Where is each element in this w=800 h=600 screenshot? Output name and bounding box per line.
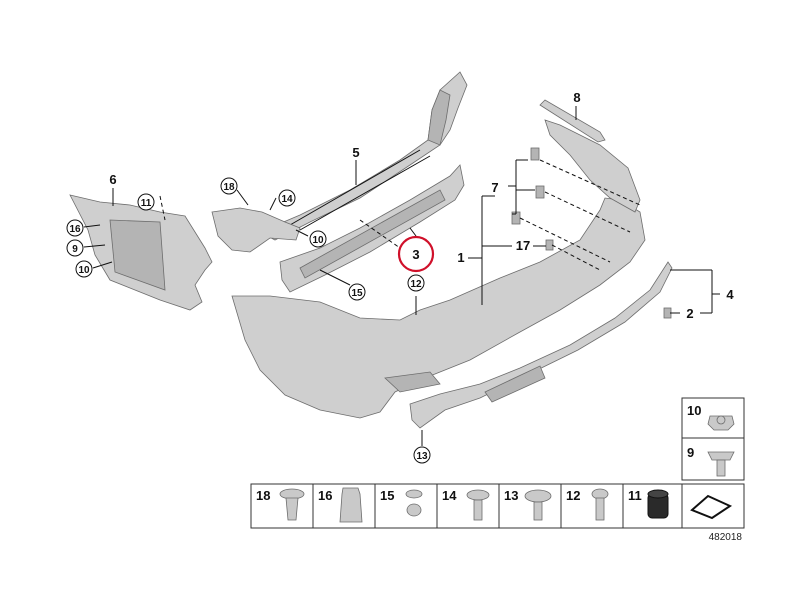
callout-8: 8: [573, 90, 580, 105]
hardware-label-11: 11: [628, 488, 642, 503]
hardware-cell-12[interactable]: 12: [560, 483, 624, 529]
hardware-cell-18[interactable]: 18: [250, 483, 314, 529]
hardware-cell-13[interactable]: 13: [498, 483, 562, 529]
hardware-cell-15[interactable]: 15: [374, 483, 438, 529]
hardware-label-13: 13: [504, 488, 518, 503]
callout-14: 14: [281, 194, 293, 205]
hardware-label-12: 12: [566, 488, 580, 503]
hardware-table: 10 9 18 16 15 14: [250, 397, 745, 543]
callout-15: 15: [351, 288, 363, 299]
diffuser-part[interactable]: [409, 261, 673, 429]
callout-circle-10-left[interactable]: 10: [75, 260, 93, 278]
callout-12: 12: [410, 279, 422, 290]
callout-labels: 5 6 7 8 1 17 4 2: [109, 90, 734, 321]
callout-circle-13[interactable]: 13: [413, 446, 431, 464]
mounting-bracket-part[interactable]: [211, 207, 301, 253]
callout-11: 11: [141, 198, 152, 209]
hardware-cell-9[interactable]: 9: [681, 437, 745, 481]
callout-circle-12[interactable]: 12: [407, 274, 425, 292]
hardware-label-15: 15: [380, 488, 394, 503]
bumper-carrier-part[interactable]: [259, 71, 468, 241]
callout-16: 16: [69, 224, 81, 235]
hardware-cell-reference: [681, 483, 745, 529]
hardware-cell-14[interactable]: 14: [436, 483, 500, 529]
bumper-cover-part[interactable]: [231, 119, 646, 419]
hardware-cell-16[interactable]: 16: [312, 483, 376, 529]
callout-18: 18: [223, 182, 235, 193]
callout-4: 4: [726, 287, 734, 302]
hardware-label-10: 10: [687, 403, 701, 418]
callout-13: 13: [416, 451, 428, 462]
diagram-id: 482018: [709, 532, 743, 543]
callout-5: 5: [352, 145, 359, 160]
callout-circle-18[interactable]: 18: [220, 177, 238, 195]
callout-10-center: 10: [312, 235, 324, 246]
hardware-label-14: 14: [442, 488, 457, 503]
callout-6: 6: [109, 172, 116, 187]
callout-17: 17: [516, 238, 530, 253]
hardware-label-18: 18: [256, 488, 270, 503]
callout-circle-11[interactable]: 11: [137, 193, 155, 211]
callout-3: 3: [412, 247, 419, 262]
circled-callouts: 3 18 14 11 16 9 10 10: [66, 177, 435, 464]
callout-1: 1: [457, 250, 464, 265]
callout-circle-10-center[interactable]: 10: [309, 230, 327, 248]
hardware-cell-11[interactable]: 11: [622, 483, 683, 529]
callout-circle-16[interactable]: 16: [66, 219, 84, 237]
leader-lines: [83, 106, 720, 446]
hardware-label-16: 16: [318, 488, 332, 503]
callout-circle-15[interactable]: 15: [348, 283, 366, 301]
callout-3-highlighted[interactable]: 3: [397, 235, 435, 273]
callout-10-left: 10: [78, 265, 90, 276]
side-bracket-part[interactable]: [69, 194, 213, 311]
trim-strip-part[interactable]: [539, 99, 606, 143]
callout-2: 2: [686, 306, 693, 321]
callout-7: 7: [491, 180, 498, 195]
hardware-cell-10[interactable]: 10: [681, 397, 745, 439]
callout-circle-14[interactable]: 14: [278, 189, 296, 207]
hardware-label-9: 9: [687, 445, 694, 460]
callout-circle-9[interactable]: 9: [66, 239, 84, 257]
callout-9: 9: [72, 244, 78, 255]
